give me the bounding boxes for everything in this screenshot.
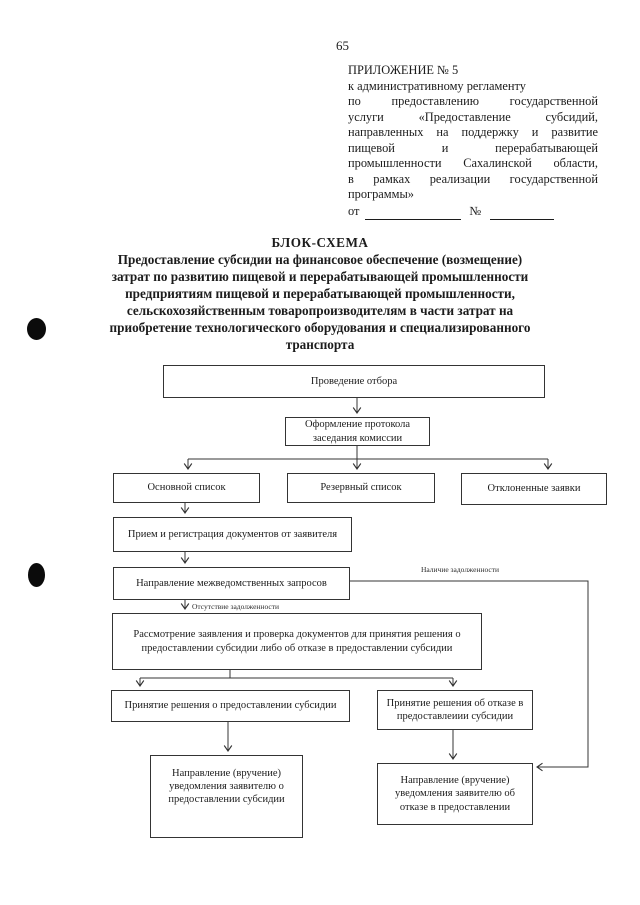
- document-title: БЛОК-СХЕМА Предоставление субсидии на фи…: [30, 234, 610, 353]
- title-line: Предоставление субсидии на финансовое об…: [117, 252, 523, 267]
- title-line: затрат по развитию пищевой и перерабатыв…: [111, 269, 529, 284]
- appendix-header-line: ПРИЛОЖЕНИЕ № 5: [348, 63, 459, 77]
- punch-hole-dot: [27, 318, 46, 340]
- flow-box-decision-grant: Принятие решения о предоставлении субсид…: [111, 690, 350, 722]
- title-line: приобретение технологического оборудован…: [109, 320, 531, 335]
- date-blank-line: [365, 206, 462, 220]
- appendix-header-line: программы»: [348, 187, 415, 201]
- edge-label-debt-absent: Отсутствие задолженности: [192, 602, 279, 611]
- flow-box-notice-grant: Направление (вручение) уведомления заяви…: [150, 755, 303, 838]
- appendix-header-line: в рамках реализации государственной: [348, 171, 598, 186]
- flow-box-rejected-applications: Отклоненные заявки: [461, 473, 607, 505]
- appendix-header-line: услуги «Предоставление субсидий,: [348, 109, 598, 124]
- title-heading: БЛОК-СХЕМА: [271, 235, 369, 250]
- flow-box-document-intake: Прием и регистрация документов от заявит…: [113, 517, 352, 552]
- flow-box-reserve-list: Резервный список: [287, 473, 435, 503]
- appendix-header-line: пищевой и перерабатывающей: [348, 140, 598, 155]
- punch-hole-dot: [28, 563, 45, 587]
- appendix-header-line: направленных на поддержку и развитие: [348, 125, 598, 139]
- appendix-header-line: по предоставлению государственной: [348, 94, 598, 108]
- number-sign-label: №: [469, 204, 482, 218]
- appendix-header-line: к административному регламенту: [348, 78, 526, 93]
- date-number-line: от №: [348, 204, 598, 220]
- appendix-header: ПРИЛОЖЕНИЕ № 5 к административному регла…: [348, 63, 598, 220]
- flow-box-protocol: Оформление протокола заседания комиссии: [285, 417, 430, 446]
- title-line: предприятиям пищевой и перерабатывающей …: [125, 286, 515, 301]
- flow-box-selection: Проведение отбора: [163, 365, 545, 398]
- title-line: транспорта: [285, 337, 355, 352]
- flow-box-notice-refuse: Направление (вручение) уведомления заяви…: [377, 763, 533, 825]
- date-label: от: [348, 204, 360, 218]
- flow-box-application-review: Рассмотрение заявления и проверка докуме…: [112, 613, 482, 670]
- appendix-header-line: промышленности Сахалинской области,: [348, 156, 598, 170]
- flow-box-interagency-requests: Направление межведомственных запросов: [113, 567, 350, 600]
- edge-label-debt-present: Наличие задолженности: [421, 565, 500, 574]
- flow-box-main-list: Основной список: [113, 473, 260, 503]
- flow-box-decision-refuse: Принятие решения об отказе в предоставле…: [377, 690, 533, 730]
- number-blank-line: [490, 206, 555, 220]
- page-number: 65: [336, 38, 349, 53]
- title-line: сельскохозяйственным товаропроизводителя…: [126, 303, 514, 318]
